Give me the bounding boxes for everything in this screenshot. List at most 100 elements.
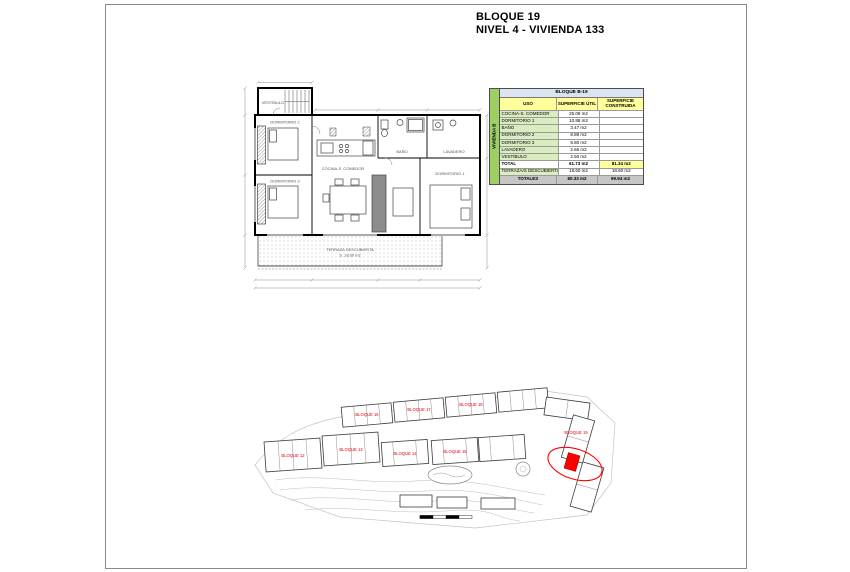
page-subtitle: NIVEL 4 - VIVIENDA 133 xyxy=(476,24,605,36)
building-block xyxy=(263,437,323,473)
table-row: LAVADERO 2.66 m2 xyxy=(500,146,644,155)
cell-construida xyxy=(600,140,644,146)
dimension-lines xyxy=(243,80,489,290)
col-header-uso: USO xyxy=(500,98,557,110)
table-row: DORMITORIO 3 8.80 m2 xyxy=(500,139,644,147)
table-side-strip: VIVIENDA B xyxy=(490,89,500,184)
cell-construida xyxy=(600,154,644,160)
bed-icon xyxy=(429,184,473,229)
bed-icon xyxy=(267,185,299,219)
table-row: DORMITORIO 2 8.89 m2 xyxy=(500,132,643,140)
table-row-totales: TOTALES 80.33 m2 99.94 m2 xyxy=(500,175,643,184)
page-title: BLOQUE 19 xyxy=(476,11,541,23)
block-label: BLOQUE 19 xyxy=(564,430,588,435)
cell-uso: BAÑO xyxy=(500,125,559,132)
pillow xyxy=(269,187,277,201)
cell-uso: DORMITORIO 1 xyxy=(500,118,559,125)
wardrobe-icon xyxy=(257,125,266,165)
building-block xyxy=(380,438,430,468)
cell-uso: TOTAL xyxy=(500,161,559,168)
block-label: BLOQUE 15 xyxy=(443,449,467,454)
room-label-vestibulo: VESTÍBULO xyxy=(262,100,284,105)
terraza-label-line1: TERRAZA DESCUBIERTA xyxy=(326,247,374,252)
table-row: VESTÍBULO 2.50 m2 xyxy=(500,154,644,162)
pond xyxy=(427,465,473,485)
door-arcs xyxy=(272,107,393,166)
tall-unit xyxy=(362,140,374,156)
room-label-cocina: COCINA-S. COMEDOR xyxy=(322,166,365,171)
block-label: BLOQUE 13 xyxy=(339,447,363,452)
block-label: BLOQUE 12 xyxy=(281,453,305,458)
building-block xyxy=(392,397,446,423)
cell-construida xyxy=(600,147,644,153)
block-label: BLOQUE 17 xyxy=(407,407,431,412)
interior-walls xyxy=(255,115,480,235)
chair xyxy=(334,214,344,222)
cell-util: 8.89 m2 xyxy=(559,132,600,139)
building-block xyxy=(569,461,605,513)
building-block xyxy=(436,496,468,509)
table-body: BLOQUE B-19 USO SUPERFICIE ÚTIL SUPERFIC… xyxy=(500,89,643,184)
shower-icon xyxy=(406,117,425,133)
stairs xyxy=(284,90,310,113)
toilet-bowl xyxy=(381,129,388,137)
terraza-label-line2: S: 18.60 m2 xyxy=(339,253,361,258)
building-block xyxy=(477,433,527,463)
cell-uso: VESTÍBULO xyxy=(500,154,559,161)
cell-construida: 99.94 m2 xyxy=(598,175,643,184)
cell-util: 3.47 m2 xyxy=(559,125,600,132)
building-block xyxy=(399,494,433,508)
col-header-construida: SUPERFICIE CONSTRUIDA xyxy=(598,98,643,110)
highlight-ellipse xyxy=(547,446,603,482)
table-row: BAÑO 3.47 m2 xyxy=(500,125,644,133)
table-row-total: TOTAL 61.73 m2 81.34 m2 xyxy=(500,161,643,169)
cell-util: 25.08 m2 xyxy=(559,111,600,118)
table-row: COCINA-S. COMEDOR 25.08 m2 xyxy=(500,111,644,119)
chair xyxy=(350,178,360,186)
col-header-util: SUPERFICIE ÚTIL xyxy=(557,98,598,110)
shaft xyxy=(329,127,337,137)
room-label-dormitorio3: DORMITORIO 3 xyxy=(270,179,300,184)
roundabout xyxy=(515,461,531,477)
room-label-bano: BAÑO xyxy=(396,149,407,154)
table-row: DORMITORIO 1 10.88 m2 xyxy=(500,118,643,126)
cell-construida: 18.60 m2 xyxy=(611,168,631,174)
windows xyxy=(253,128,465,237)
cell-construida xyxy=(600,111,644,117)
cell-construida xyxy=(600,125,644,131)
terrace: TERRAZA DESCUBIERTA S: 18.60 m2 xyxy=(257,234,443,270)
cell-uso: DORMITORIO 3 xyxy=(500,139,559,146)
building-block xyxy=(496,387,550,413)
table-header-row: USO SUPERFICIE ÚTIL SUPERFICIE CONSTRUID… xyxy=(500,98,643,111)
chair xyxy=(322,193,330,203)
block-label: BLOQUE 16 xyxy=(355,412,379,417)
block-labels: BLOQUE 12 BLOQUE 13 BLOQUE 14 BLOQUE 15 … xyxy=(281,402,588,458)
cell-util: 2.50 m2 xyxy=(559,154,600,161)
chair xyxy=(350,214,360,222)
floor-plan-drawing: TERRAZA DESCUBIERTA S: 18.60 m2 xyxy=(243,80,489,290)
cell-util: 61.73 m2 xyxy=(559,161,600,168)
toilet-icon xyxy=(380,119,389,130)
cell-util: 18.60 m2 xyxy=(559,168,600,175)
cell-uso: COCINA-S. COMEDOR xyxy=(500,111,559,118)
cell-uso: LAVADERO xyxy=(500,146,559,154)
surface-area-table: VIVIENDA B BLOQUE B-19 USO SUPERFICIE ÚT… xyxy=(489,88,644,185)
sofa xyxy=(392,187,414,217)
washer-icon xyxy=(432,119,444,131)
hob-burner xyxy=(345,149,349,153)
kitchen-sink xyxy=(320,142,334,154)
pillow xyxy=(460,207,471,221)
chair xyxy=(334,178,344,186)
vivienda-133-highlight xyxy=(563,452,581,472)
room-label-dormitorio1: DORMITORIO 1 xyxy=(435,171,465,176)
cell-util: 8.80 m2 xyxy=(559,139,600,146)
dining-table xyxy=(329,185,367,215)
scale-bar xyxy=(419,515,473,519)
room-label-dormitorio2: DORMITORIO 2 xyxy=(270,120,300,125)
building-blocks xyxy=(263,387,605,513)
room-label-lavadero: LAVADERO xyxy=(443,149,464,154)
cell-util: 2.66 m2 xyxy=(559,146,600,154)
cell-construida: 81.34 m2 xyxy=(599,161,643,168)
kitchen-island xyxy=(371,174,387,233)
